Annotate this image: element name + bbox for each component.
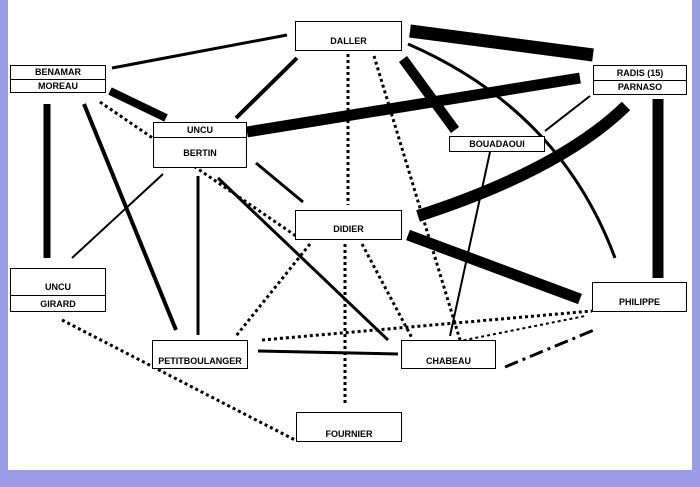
node-fournier[interactable]: FOURNIER	[296, 412, 402, 442]
edge	[257, 349, 399, 356]
edge	[234, 56, 299, 120]
edge	[108, 87, 168, 122]
edge	[216, 176, 390, 342]
node-label: BOUADAOUI	[469, 139, 525, 149]
node-philippe[interactable]: PHILIPPE	[592, 282, 687, 312]
edge	[406, 229, 582, 305]
edge	[504, 328, 595, 369]
node-radis-parnaso[interactable]: RADIS (15) PARNASO	[593, 65, 687, 95]
edge	[71, 173, 164, 259]
node-label: BENAMAR	[35, 67, 81, 78]
edge	[372, 55, 462, 341]
edge	[398, 56, 460, 133]
edge	[544, 95, 591, 132]
node-uncu-bertin[interactable]: UNCU BERTIN	[153, 122, 247, 168]
node-label: PETITBOULANGER	[158, 355, 242, 366]
node-chabeau[interactable]: CHABEAU	[401, 340, 496, 369]
node-label: BERTIN	[154, 137, 246, 167]
node-benamar-moreau[interactable]: BENAMAR MOREAU	[10, 65, 106, 93]
edge	[255, 161, 304, 204]
node-label: PARNASO	[594, 79, 686, 95]
node-uncu-girard[interactable]: UNCU GIRARD	[10, 268, 106, 312]
edge	[82, 103, 178, 331]
node-label: FOURNIER	[325, 429, 373, 439]
edge	[416, 101, 631, 222]
node-label: MOREAU	[11, 78, 105, 93]
node-daller[interactable]: DALLER	[295, 21, 402, 51]
node-bouadaoui[interactable]: BOUADAOUI	[449, 136, 545, 152]
edge	[409, 24, 594, 62]
node-didier[interactable]: DIDIER	[295, 210, 402, 240]
edge	[61, 318, 296, 442]
edge	[449, 151, 491, 337]
node-label: DIDIER	[333, 224, 364, 234]
node-petitboulanger[interactable]: PETITBOULANGER	[152, 340, 248, 369]
node-label: GIRARD	[11, 295, 105, 311]
edge	[234, 243, 312, 337]
node-label: PHILIPPE	[618, 297, 660, 307]
node-label: UNCU	[45, 282, 71, 292]
edge	[111, 33, 288, 70]
edge	[407, 42, 617, 259]
edge	[261, 309, 593, 342]
node-label: CHABEAU	[426, 355, 471, 366]
node-label: UNCU	[187, 125, 213, 135]
node-label: RADIS (15)	[616, 67, 664, 78]
node-label: DALLER	[330, 36, 367, 46]
edge	[246, 72, 581, 138]
